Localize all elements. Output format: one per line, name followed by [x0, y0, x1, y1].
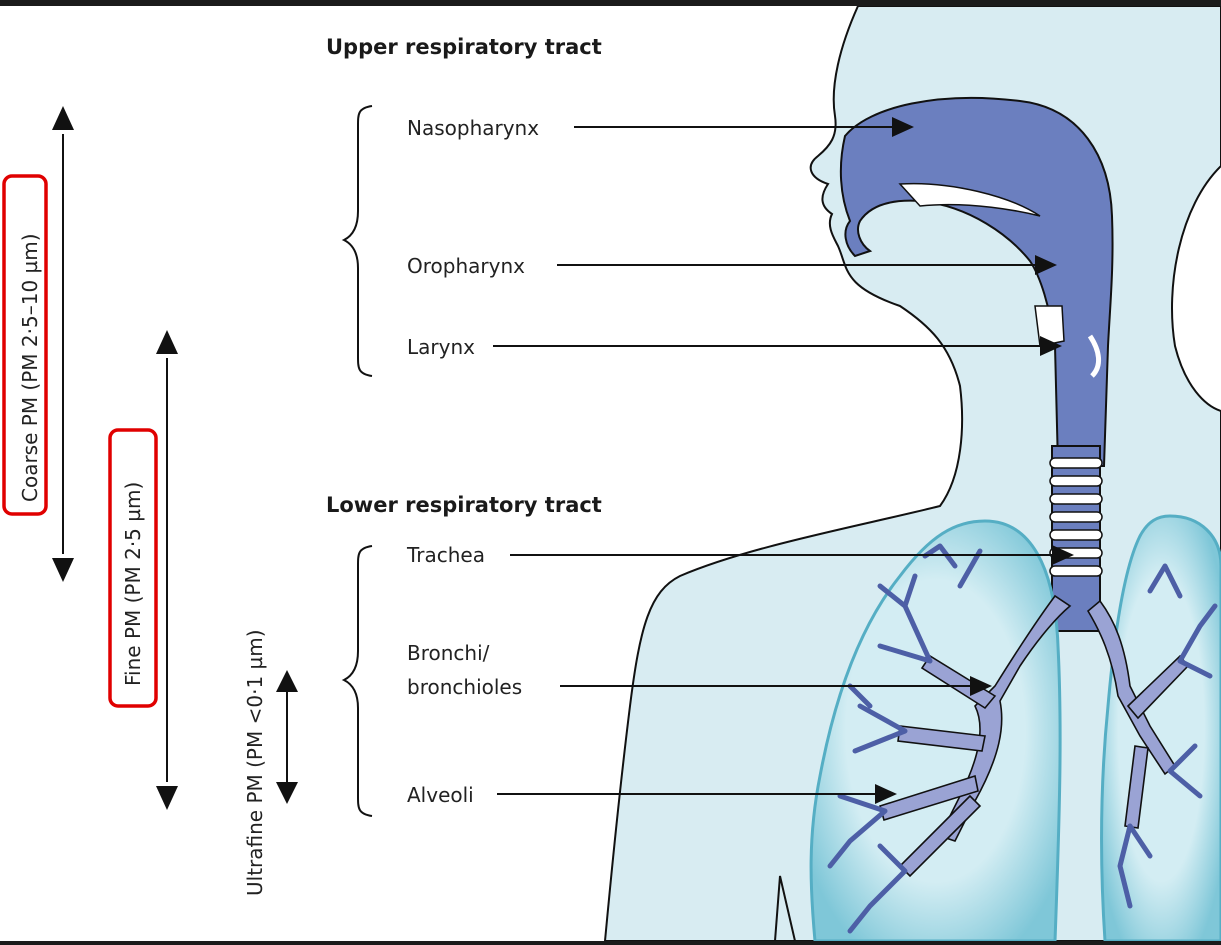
label-oropharynx: Oropharynx: [407, 254, 525, 278]
respiratory-diagram: Upper respiratory tract Lower respirator…: [0, 6, 1221, 941]
ultrafine-arrow-top: [276, 670, 298, 692]
ultrafine-arrow-bottom: [276, 782, 298, 804]
diagram-frame: Upper respiratory tract Lower respirator…: [0, 6, 1221, 941]
label-ultrafine-pm: Ultrafine PM (PM <0·1 µm): [243, 629, 267, 896]
upper-brace: [344, 106, 372, 376]
lower-brace: [344, 546, 372, 816]
label-nasopharynx: Nasopharynx: [407, 116, 539, 140]
coarse-arrow-top: [52, 106, 74, 130]
label-larynx: Larynx: [407, 335, 475, 359]
label-coarse-pm: Coarse PM (PM 2·5–10 µm): [18, 233, 42, 502]
label-bronchi-line1: Bronchi/: [407, 641, 490, 665]
epiglottis: [1035, 306, 1064, 346]
heading-lower-tract: Lower respiratory tract: [326, 493, 602, 517]
label-alveoli: Alveoli: [407, 783, 474, 807]
label-fine-pm: Fine PM (PM 2·5 µm): [121, 482, 145, 686]
coarse-arrow-bottom: [52, 558, 74, 582]
heading-upper-tract: Upper respiratory tract: [326, 35, 602, 59]
fine-arrow-bottom: [156, 786, 178, 810]
fine-arrow-top: [156, 330, 178, 354]
label-trachea: Trachea: [406, 543, 485, 567]
label-bronchi-line2: bronchioles: [407, 675, 522, 699]
